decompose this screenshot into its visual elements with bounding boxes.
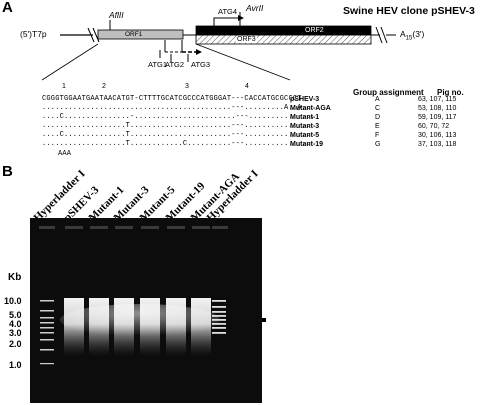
polya-letter: A (400, 29, 406, 39)
sequence-name: Mutant-1 (290, 114, 320, 121)
aflii-label: AflII (109, 10, 124, 20)
pig-numbers: 63, 107, 115 (418, 96, 457, 103)
polya-end: (3') (412, 29, 425, 39)
orf3-label: ORF3 (236, 36, 257, 43)
kb-mark-1: 1.0 (9, 360, 22, 370)
pig-numbers: 30, 106, 113 (418, 132, 457, 139)
sequence-row: ...................T............C.......… (42, 140, 311, 148)
kb-mark-2: 2.0 (9, 339, 22, 349)
sequence-name: Mutant-AGA (290, 105, 331, 112)
construct-title: Swine HEV clone pSHEV-3 (343, 5, 475, 17)
atg2-label: ATG2 (165, 60, 185, 69)
sequence-row: ...................T....................… (42, 122, 311, 130)
polya-label: A15(3') (400, 29, 424, 42)
site-number-3: 3 (185, 83, 189, 90)
pig-numbers: 53, 108, 110 (418, 105, 457, 112)
panel-a-letter: A (2, 0, 13, 16)
group-letter: D (375, 114, 381, 121)
kb-mark-5: 5.0 (9, 310, 22, 320)
group-letter: G (375, 141, 381, 148)
kb-title: Kb (8, 272, 22, 283)
kb-mark-4: 4.0 (9, 319, 22, 329)
orf3-box (195, 34, 372, 45)
sequence-row: CGGGTGGAATGAATAACATGT-CTTTTGCATCGCCCATGG… (42, 95, 302, 103)
promoter-label: (5')T7p (20, 29, 47, 39)
kb-mark-3: 3.0 (9, 328, 22, 338)
sequence-row: ........................................… (42, 104, 311, 112)
group-letter: A (375, 96, 380, 103)
orf2-label: ORF2 (305, 27, 324, 34)
atg3-label: ATG3 (191, 60, 211, 69)
aaa-marker: AAA (58, 150, 72, 158)
pig-numbers: 60, 70, 72 (418, 123, 450, 130)
sequence-row: ....C..............T....................… (42, 131, 311, 139)
avrii-label: AvrII (246, 3, 264, 13)
polya-count: 15 (405, 35, 413, 42)
pig-numbers: 37, 103, 118 (418, 141, 457, 148)
pig-number-header: Pig no. (437, 88, 464, 97)
group-assignment-header: Group assignment (353, 88, 424, 97)
orf2-box (195, 25, 372, 36)
site-number-2: 2 (102, 83, 106, 90)
sequence-name: Mutant-19 (290, 141, 324, 148)
orf1-label: ORF1 (125, 31, 143, 38)
sequence-row: ....C...............-...................… (42, 113, 315, 121)
panel-b-letter: B (2, 163, 13, 180)
atg4-label: ATG4 (218, 7, 238, 16)
atg1-label: ATG1 (148, 60, 168, 69)
site-number-1: 1 (62, 83, 66, 90)
sequence-name: pSHEV-3 (290, 96, 320, 103)
site-number-4: 4 (245, 83, 249, 90)
sequence-name: Mutant-5 (290, 132, 320, 139)
group-letter: C (375, 105, 381, 112)
sequence-name: Mutant-3 (290, 123, 320, 130)
kb-mark-10: 10.0 (4, 296, 22, 306)
pig-numbers: 59, 109, 117 (418, 114, 457, 121)
group-letter: E (375, 123, 380, 130)
agarose-gel-image (30, 218, 262, 403)
group-letter: F (375, 132, 380, 139)
